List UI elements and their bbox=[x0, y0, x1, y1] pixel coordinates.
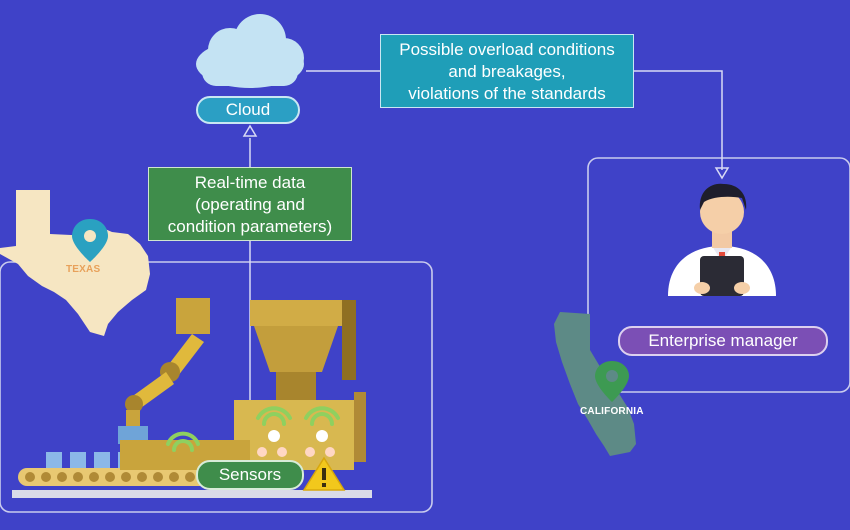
gauge-icons bbox=[257, 430, 335, 457]
cloud-label-text: Cloud bbox=[225, 100, 271, 119]
warning-icon bbox=[302, 456, 346, 491]
wifi-icon bbox=[256, 406, 292, 426]
connector-overload-manager bbox=[634, 70, 723, 170]
arrowhead-manager bbox=[714, 167, 730, 180]
california-label: CALIFORNIA bbox=[580, 406, 644, 417]
tablet-icon bbox=[694, 256, 750, 296]
enterprise-manager-label: Enterprise manager bbox=[618, 326, 828, 356]
cloud-label: Cloud bbox=[196, 96, 300, 124]
overload-box: Possible overload conditions and breakag… bbox=[380, 34, 634, 108]
factory-frame bbox=[0, 261, 433, 513]
map-pin-icon bbox=[595, 361, 629, 402]
overload-line-3: violations of the standards bbox=[408, 84, 606, 103]
texas-label: TEXAS bbox=[66, 264, 101, 275]
realtime-line-2: (operating and bbox=[195, 195, 305, 214]
texas-map bbox=[0, 190, 150, 336]
map-pin-icon bbox=[72, 219, 108, 262]
realtime-line-1: Real-time data bbox=[194, 173, 306, 192]
overload-line-2: and breakages, bbox=[448, 62, 566, 81]
realtime-line-3: condition parameters) bbox=[167, 217, 333, 236]
wifi-icon bbox=[166, 431, 200, 452]
cloud-icon bbox=[196, 14, 304, 88]
realtime-data-box: Real-time data (operating and condition … bbox=[148, 167, 352, 241]
sensors-label: Sensors bbox=[196, 460, 304, 490]
enterprise-frame bbox=[587, 157, 850, 393]
arrowhead-cloud bbox=[242, 124, 258, 137]
enterprise-manager-text: Enterprise manager bbox=[648, 331, 798, 350]
overload-line-1: Possible overload conditions bbox=[399, 40, 615, 59]
robot-arm-icon bbox=[118, 298, 210, 444]
california-map bbox=[554, 312, 636, 456]
sensors-label-text: Sensors bbox=[218, 465, 282, 484]
wifi-icon bbox=[304, 406, 340, 426]
